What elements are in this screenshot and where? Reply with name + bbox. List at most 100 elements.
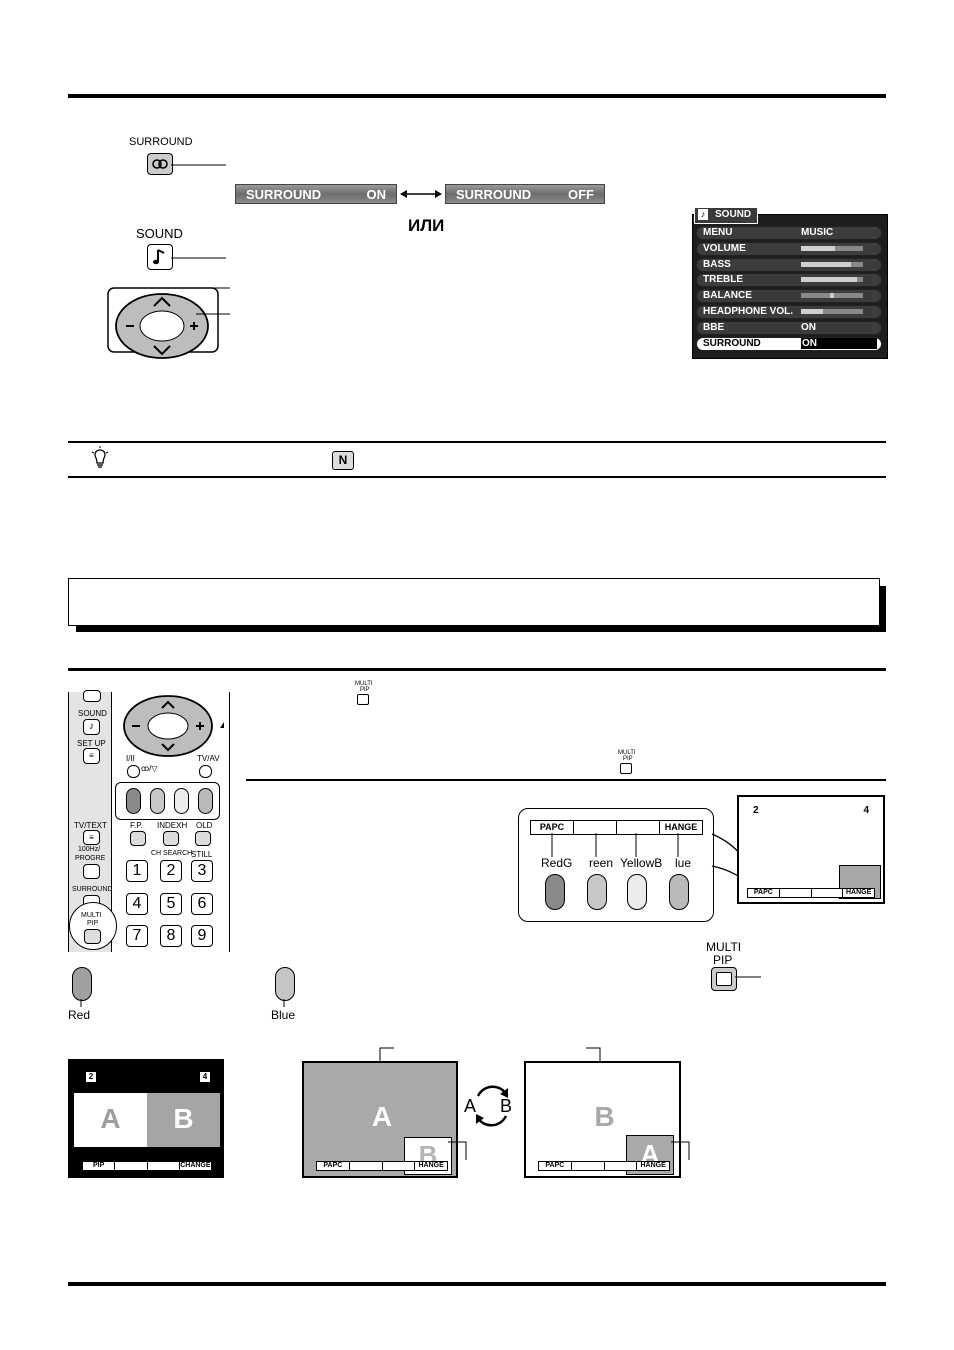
callout-blue-button[interactable]	[669, 874, 689, 910]
osd-row[interactable]: MENU MUSIC	[696, 226, 882, 240]
osd-row-slider-fill	[801, 245, 836, 251]
pip-b-main-letter: B	[594, 1101, 615, 1132]
keypad-key-8[interactable]: 8	[160, 925, 182, 947]
remote-fp-button[interactable]	[130, 831, 146, 846]
pip-b-bar-seg-2	[572, 1162, 605, 1170]
pip-a-bar-seg-2	[350, 1162, 383, 1170]
nav-pad[interactable]	[106, 282, 236, 362]
remote-red-button[interactable]	[126, 788, 141, 814]
pip-a-main-letter: A	[371, 1101, 393, 1132]
osd-row[interactable]: BASS	[696, 257, 882, 272]
split-letter-b: B	[173, 1103, 194, 1134]
multipip-big-button[interactable]	[711, 967, 737, 991]
remote-setup-button[interactable]: ≡	[83, 748, 100, 764]
colorbar-btn-label-3: YellowB	[620, 856, 663, 870]
tv-left-num: 2	[753, 805, 759, 816]
surround-button[interactable]	[147, 153, 173, 175]
blue-button[interactable]	[275, 967, 295, 1001]
keypad-key-3[interactable]: 3	[191, 860, 213, 882]
red-leader	[80, 999, 82, 1007]
osd-row[interactable]: VOLUME	[696, 241, 882, 256]
tv-bar-seg-4: HANGE	[845, 889, 872, 896]
sound-button[interactable]	[147, 244, 173, 270]
red-button[interactable]	[72, 967, 92, 1001]
bar-off-left: SURROUND	[456, 186, 532, 202]
remote-yellow-button[interactable]	[174, 788, 189, 814]
red-label: Red	[68, 1008, 91, 1022]
remote-sound-button[interactable]: ♪	[83, 719, 100, 735]
callout-red-button[interactable]	[545, 874, 565, 910]
remote-blue-button[interactable]	[198, 788, 213, 814]
keypad-key-9[interactable]: 9	[191, 925, 213, 947]
tip-rule-top	[68, 441, 886, 443]
osd-row[interactable]: TREBLE	[696, 273, 882, 288]
colorbar-strip: PAPC HANGE	[530, 820, 703, 835]
remote-top-button[interactable]	[83, 690, 101, 702]
osd-row-label: VOLUME	[703, 242, 746, 254]
osd-row-value: ON	[801, 321, 816, 333]
remote-nav-pad[interactable]	[120, 694, 230, 758]
osd-title: SOUND	[715, 209, 752, 220]
surround-off-bar: SURROUND OFF	[445, 184, 605, 204]
split-pip-bar: PIP CHANGE	[82, 1161, 212, 1171]
surround-icon	[152, 159, 168, 169]
keypad-key-1[interactable]: 1	[126, 860, 148, 882]
osd-row-slider-fill	[801, 261, 851, 267]
osd-row-label: TREBLE	[703, 274, 743, 286]
osd-row-slider[interactable]	[801, 277, 863, 283]
colorbar-btn-label-2: reen	[589, 856, 614, 870]
osd-row-value: MUSIC	[801, 227, 834, 238]
bottom-rule	[68, 1282, 886, 1286]
osd-row-slider[interactable]	[801, 261, 863, 267]
remote-mono-icon: ꝏ/▽	[141, 764, 158, 773]
remote-pip-label: PIP	[87, 920, 99, 927]
bar-off-right: OFF	[568, 186, 594, 202]
osd-row[interactable]: HEADPHONE VOL.	[696, 305, 882, 319]
keypad-key-2[interactable]: 2	[160, 860, 182, 882]
remote-tvtext-button[interactable]: ≡	[83, 830, 100, 845]
osd-row-label: MENU	[703, 227, 733, 238]
note-icon: ♪	[698, 209, 708, 220]
colorbar-seg-1: PAPC	[531, 821, 574, 834]
tv-bar-seg-2	[780, 889, 812, 897]
split-bar-seg-3	[148, 1162, 180, 1170]
multipip-leader	[735, 976, 761, 978]
remote-hz-button[interactable]	[83, 864, 100, 879]
pip-b-bar: PAPC HANGE	[538, 1161, 670, 1171]
pip-a-bar-seg-1: PAPC	[317, 1162, 350, 1170]
osd-title-tab: ♪ SOUND	[694, 207, 758, 224]
multi-pip-small-icon-1	[357, 694, 369, 705]
remote-ie-button[interactable]	[127, 765, 140, 778]
osd-row-slider[interactable]	[801, 309, 863, 314]
osd-row-value: ON	[801, 337, 877, 349]
osd-row-slider[interactable]	[801, 293, 863, 299]
remote-tvav-button[interactable]	[199, 765, 212, 778]
osd-row[interactable]: BALANCE	[696, 289, 882, 304]
callout-yellow-button[interactable]	[627, 874, 647, 910]
keypad-key-5[interactable]: 5	[160, 893, 182, 915]
multi-icon-small-2-pip: PIP	[623, 756, 633, 762]
blue-leader	[283, 999, 285, 1007]
remote-multipip-button[interactable]	[84, 929, 101, 944]
keypad-key-6[interactable]: 6	[191, 893, 213, 915]
colorbar-seg-3	[617, 821, 660, 834]
keypad-key-7[interactable]: 7	[126, 925, 148, 947]
callout-green-button[interactable]	[587, 874, 607, 910]
sound-button-label: SOUND	[136, 226, 183, 241]
screen-pip-a: A B PAPC HANGE	[302, 1061, 458, 1178]
multipip-big-multi: MULTI	[706, 940, 742, 954]
remote-sound-label: SOUND	[78, 709, 107, 718]
split-right-num: 4	[200, 1072, 210, 1082]
split-pane-a: A	[74, 1093, 147, 1147]
osd-row-slider[interactable]	[801, 245, 863, 251]
remote-index-button[interactable]	[163, 831, 179, 846]
keypad-key-4[interactable]: 4	[126, 893, 148, 915]
osd-row-slider-fill	[801, 309, 823, 314]
remote-green-button[interactable]	[150, 788, 165, 814]
remote-old-button[interactable]	[195, 831, 211, 846]
sound-leader-line	[171, 257, 226, 259]
bar-on-right: ON	[366, 186, 387, 202]
osd-row-label: BASS	[703, 258, 731, 270]
